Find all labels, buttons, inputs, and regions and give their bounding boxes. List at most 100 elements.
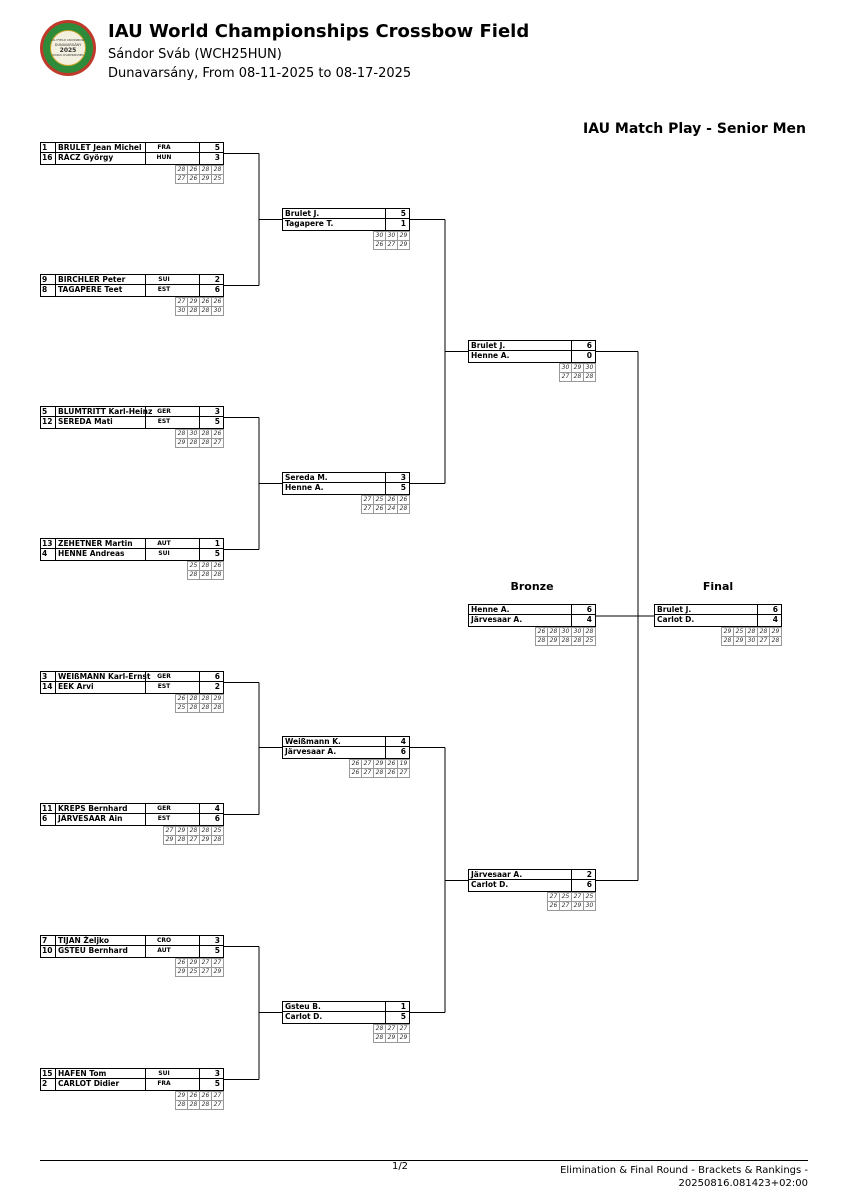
- competitor-name: HENNE Andreas: [58, 549, 125, 558]
- end-score: 28: [211, 835, 224, 845]
- rank-divider: [55, 814, 56, 825]
- competitor-name: BIRCHLER Peter: [58, 275, 126, 284]
- qf-match-4-competitor-1[interactable]: Gsteu B.1: [282, 1001, 410, 1012]
- qf-match-1-competitor-1[interactable]: Brulet J.5: [282, 208, 410, 219]
- competitor-score: 5: [214, 417, 220, 426]
- competitor-country: EST: [157, 418, 171, 425]
- country-divider: [145, 407, 146, 416]
- bronze-match-competitor-2[interactable]: Järvesaar A.4: [468, 615, 596, 627]
- competitor-score: 5: [214, 143, 220, 152]
- final-match-competitor-2[interactable]: Carlot D.4: [654, 615, 782, 627]
- footer-line-2: 20250816.081423+02:00: [678, 1178, 808, 1189]
- score-divider: [199, 417, 200, 428]
- competitor-score: 3: [214, 1069, 220, 1078]
- competitor-score: 4: [772, 615, 778, 624]
- competitor-rank: 13: [42, 539, 53, 548]
- sf-match-2-competitor-1[interactable]: Järvesaar A.2: [468, 869, 596, 880]
- country-divider: [145, 682, 146, 693]
- score-divider: [199, 1079, 200, 1090]
- competitor-score: 5: [400, 1012, 406, 1021]
- country-divider: [145, 672, 146, 681]
- competitor-score: 6: [586, 605, 592, 614]
- competitor-score: 5: [400, 483, 406, 492]
- qf-match-2-competitor-2[interactable]: Henne A. 5: [282, 483, 410, 495]
- sf-match-2-competitor-2[interactable]: Carlot D.6: [468, 880, 596, 892]
- score-divider: [571, 605, 572, 614]
- rank-divider: [55, 407, 56, 416]
- end-score: 27: [397, 768, 410, 778]
- competitor-score: 5: [214, 549, 220, 558]
- score-divider: [199, 153, 200, 164]
- rank-divider: [55, 153, 56, 164]
- competitor-name: TAGAPERE Teet: [58, 285, 123, 294]
- competitor-score: 6: [214, 285, 220, 294]
- score-divider: [757, 605, 758, 614]
- competitor-score: 1: [400, 219, 406, 228]
- footer-divider: [40, 1160, 808, 1161]
- competitor-country: GER: [157, 673, 171, 680]
- country-divider: [145, 814, 146, 825]
- competitor-name: Järvesaar A.: [285, 747, 337, 756]
- competitor-rank: 16: [42, 153, 53, 162]
- sf-match-1-competitor-2[interactable]: Henne A.0: [468, 351, 596, 363]
- competitor-rank: 14: [42, 682, 53, 691]
- qf-match-1-competitor-2[interactable]: Tagapere T.1: [282, 219, 410, 231]
- competitor-rank: 10: [42, 946, 53, 955]
- footer-line-1: Elimination & Final Round - Brackets & R…: [560, 1165, 808, 1176]
- competitor-rank: 1: [42, 143, 48, 152]
- competitor-score: 3: [214, 936, 220, 945]
- qf-match-3-competitor-2[interactable]: Järvesaar A.6: [282, 747, 410, 759]
- competitor-name: Carlot D.: [285, 1012, 323, 1021]
- qf-match-3-competitor-1[interactable]: Weißmann K.4: [282, 736, 410, 747]
- competitor-score: 5: [214, 1079, 220, 1088]
- logo-text-top: IAU FIELD CROSSBOW: [51, 38, 85, 42]
- competitor-name: Carlot D.: [471, 880, 509, 889]
- competitor-score: 1: [214, 539, 220, 548]
- competitor-country: FRA: [157, 1080, 171, 1087]
- competitor-name: Järvesaar A.: [471, 615, 523, 624]
- qf-match-4-competitor-2[interactable]: Carlot D. 5: [282, 1012, 410, 1024]
- sf-match-1-competitor-1[interactable]: Brulet J.6: [468, 340, 596, 351]
- competitor-score: 6: [214, 672, 220, 681]
- bronze-match-competitor-1[interactable]: Henne A.6: [468, 604, 596, 615]
- competitor-name: Henne A.: [285, 483, 324, 492]
- competitor-country: SUI: [158, 550, 170, 557]
- competitor-name: JÄRVESAAR Ain: [58, 814, 123, 823]
- bronze-label: Bronze: [510, 580, 554, 593]
- final-match-competitor-1[interactable]: Brulet J.6: [654, 604, 782, 615]
- end-score: 28: [583, 372, 596, 382]
- logo-text-bottom: WORLD CHAMPIONSHIPS: [52, 54, 84, 57]
- qf-match-2-competitor-1[interactable]: Sereda M.3: [282, 472, 410, 483]
- competitor-name: GSTEU Bernhard: [58, 946, 128, 955]
- competitor-score: 2: [586, 870, 592, 879]
- section-title: IAU Match Play - Senior Men: [583, 121, 806, 137]
